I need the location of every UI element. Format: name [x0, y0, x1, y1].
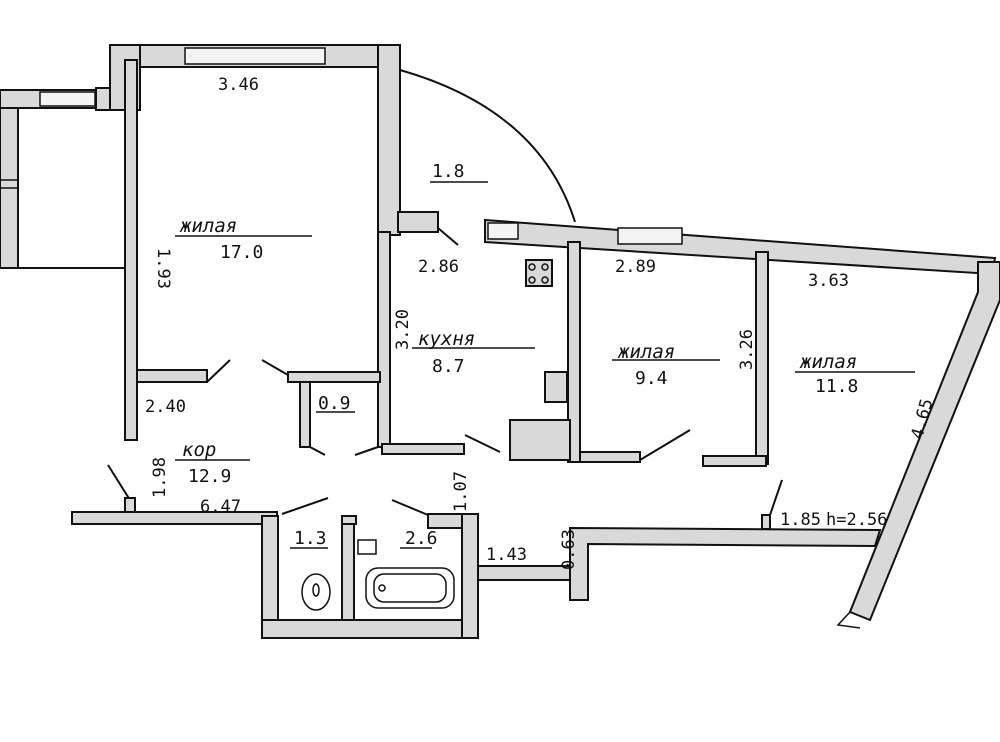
adjacent-unit	[0, 87, 135, 269]
dim-1-93: 1.93	[153, 248, 173, 289]
dim-1-85: 1.85	[780, 510, 821, 530]
ceiling-height: h=2.56	[826, 510, 887, 530]
living-room-1-walls	[109, 44, 401, 448]
dim-2-89: 2.89	[615, 257, 656, 277]
dim-6-47: 6.47	[200, 497, 241, 517]
room-name-corridor: кор	[182, 439, 216, 461]
room-name-living-2: жилая	[617, 341, 675, 363]
room-area-living-3: 11.8	[815, 376, 858, 397]
dim-3-46: 3.46	[218, 75, 259, 95]
dim-3-63: 3.63	[808, 271, 849, 291]
room-area-closet: 0.9	[318, 393, 351, 414]
dim-1-98: 1.98	[150, 457, 170, 498]
dim-0-63: 0.63	[559, 529, 579, 570]
room-name-living-3: жилая	[799, 351, 857, 373]
dim-1-07: 1.07	[451, 471, 471, 512]
lower-walls	[477, 479, 882, 601]
label-underlines	[175, 235, 915, 567]
room-area-living-2: 9.4	[635, 368, 668, 389]
dim-3-26: 3.26	[737, 329, 757, 370]
room-area-bath: 2.6	[405, 528, 438, 549]
room-area-wc: 1.3	[294, 528, 327, 549]
room-name-living-1: жилая	[179, 215, 237, 237]
dim-2-40: 2.40	[145, 397, 186, 417]
dim-1-43: 1.43	[486, 545, 527, 565]
dim-2-86: 2.86	[418, 257, 459, 277]
room-area-living-1: 17.0	[220, 242, 263, 263]
room-area-balcony: 1.8	[432, 161, 465, 182]
balcony	[397, 69, 576, 246]
room-area-kitchen: 8.7	[432, 356, 465, 377]
bathroom-walls	[261, 513, 479, 639]
room-name-kitchen: кухня	[418, 328, 475, 350]
dim-3-20: 3.20	[393, 309, 413, 350]
room-area-corridor: 12.9	[188, 466, 231, 487]
bedroom-walls	[381, 218, 1000, 629]
